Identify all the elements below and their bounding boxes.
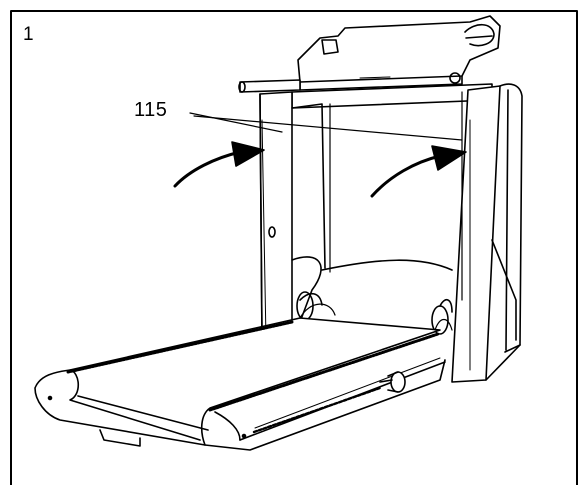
step-number: 1 xyxy=(23,24,34,45)
rotation-arrow-left xyxy=(173,141,265,188)
rear-opening xyxy=(329,91,463,301)
rotation-arrow-right xyxy=(370,145,467,198)
right-upright xyxy=(451,83,523,383)
treadmill-illustration xyxy=(10,10,578,485)
console-assembly xyxy=(238,15,501,109)
leader-lines xyxy=(189,112,463,141)
frame-border xyxy=(10,10,578,485)
rear-roller xyxy=(299,303,453,331)
walking-deck xyxy=(34,317,446,451)
figure-frame xyxy=(10,10,578,485)
part-number-label: 115 xyxy=(134,99,168,121)
